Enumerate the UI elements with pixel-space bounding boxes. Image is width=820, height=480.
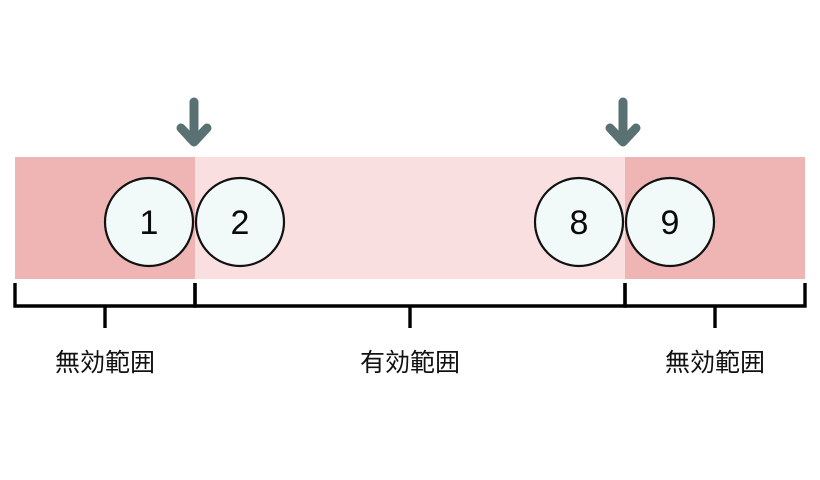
bracket-valid-middle: 有効範囲 (193, 283, 627, 377)
arrow-head (605, 123, 641, 147)
bracket-path (193, 283, 627, 328)
bracket-label: 有効範囲 (360, 348, 460, 377)
bracket-path (13, 283, 197, 328)
bracket-path (623, 283, 807, 328)
cell-label: 1 (140, 204, 159, 242)
bracket-group: 無効範囲 有効範囲 無効範囲 (13, 283, 807, 377)
cell-label: 8 (570, 204, 589, 242)
arrow-group (176, 97, 641, 147)
cell-8[interactable]: 8 (533, 176, 625, 268)
cell-circle (103, 176, 195, 268)
bracket-label: 無効範囲 (55, 348, 155, 377)
boundary-marker-left-icon (176, 97, 212, 147)
cell-group: 1 2 8 9 (103, 176, 716, 268)
bracket-label: 無効範囲 (665, 348, 765, 377)
cell-1[interactable]: 1 (103, 176, 195, 268)
bracket-invalid-left: 無効範囲 (13, 283, 197, 377)
cell-circle (533, 176, 625, 268)
cell-9[interactable]: 9 (624, 176, 716, 268)
cell-2[interactable]: 2 (194, 176, 286, 268)
bracket-invalid-right: 無効範囲 (623, 283, 807, 377)
boundary-marker-right-icon (605, 97, 641, 147)
arrow-head (176, 123, 212, 147)
cell-label: 9 (661, 204, 680, 242)
cell-circle (194, 176, 286, 268)
cell-circle (624, 176, 716, 268)
cell-label: 2 (231, 204, 250, 242)
